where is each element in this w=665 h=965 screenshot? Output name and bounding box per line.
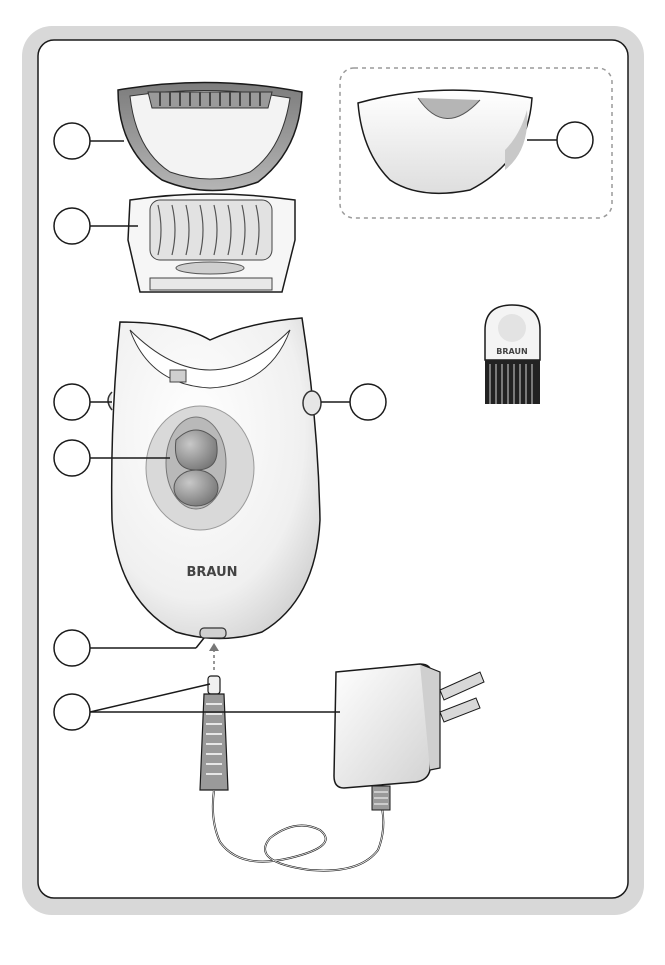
callout-circle-release-button	[350, 384, 386, 420]
callout-circle-switch	[54, 440, 90, 476]
epilation-head-icon	[128, 194, 295, 292]
callout-circle-cap	[54, 123, 90, 159]
callout-circle-socket	[54, 630, 90, 666]
switch-knob	[175, 430, 217, 470]
callout-circle-optional-cap	[557, 122, 593, 158]
callout-circle-epilation-head	[54, 208, 90, 244]
epilator-icon: BRAUN	[108, 318, 321, 639]
brush-logo: BRAUN	[496, 347, 527, 356]
callout-circle-light-window	[54, 384, 90, 420]
socket	[200, 628, 226, 638]
cleaning-brush-icon: BRAUN	[485, 305, 540, 404]
callout-circle-power-plug	[54, 694, 90, 730]
release-button	[303, 391, 321, 415]
brand-logo: BRAUN	[186, 565, 237, 580]
